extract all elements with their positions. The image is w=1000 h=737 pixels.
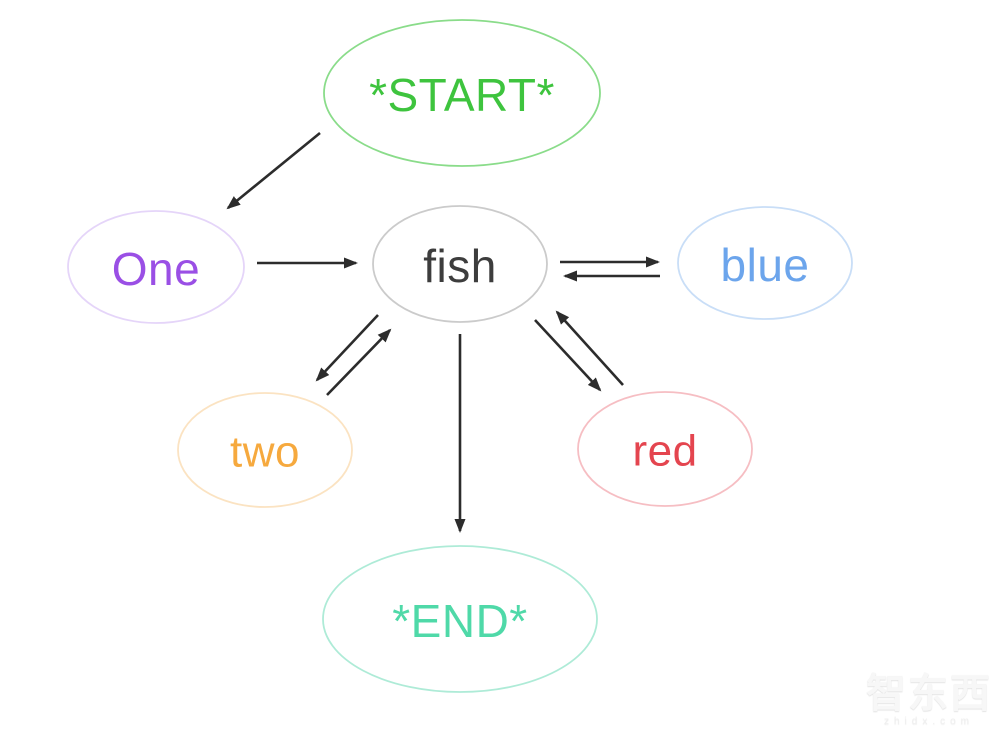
- edge-two-to-fish: [326, 328, 392, 396]
- watermark-logo-text: 智东西: [866, 672, 992, 716]
- node-blue-ellipse: [677, 206, 853, 320]
- node-end-label: *END*: [392, 595, 527, 647]
- node-start-ellipse: [323, 19, 601, 167]
- node-blue-label: blue: [721, 239, 810, 291]
- node-red: red: [577, 391, 753, 507]
- node-red-label: red: [632, 427, 697, 476]
- node-fish-label: fish: [423, 240, 497, 292]
- watermark-url-text: zhidx.com: [883, 716, 974, 727]
- watermark: 智东西 zhidx.com: [866, 673, 992, 727]
- node-start: *START*: [323, 19, 601, 167]
- node-two-ellipse: [177, 392, 353, 508]
- node-fish-ellipse: [372, 205, 548, 323]
- node-two-label: two: [230, 428, 300, 477]
- node-start-label: *START*: [369, 69, 555, 121]
- node-one: One: [67, 210, 245, 324]
- node-one-label: One: [112, 243, 200, 295]
- node-red-ellipse: [577, 391, 753, 507]
- node-fish: fish: [372, 205, 548, 323]
- edges-layer: [226, 131, 660, 533]
- node-two: two: [177, 392, 353, 508]
- edge-start-to-one: [226, 131, 321, 210]
- nodes-layer: *START* One fish blue two red *END*: [67, 19, 853, 693]
- node-one-ellipse: [67, 210, 245, 324]
- edge-fish-to-two: [315, 314, 379, 382]
- node-end-ellipse: [322, 545, 598, 693]
- edge-red-to-fish: [555, 310, 624, 386]
- node-blue: blue: [677, 206, 853, 320]
- edge-fish-to-red: [534, 319, 602, 392]
- node-end: *END*: [322, 545, 598, 693]
